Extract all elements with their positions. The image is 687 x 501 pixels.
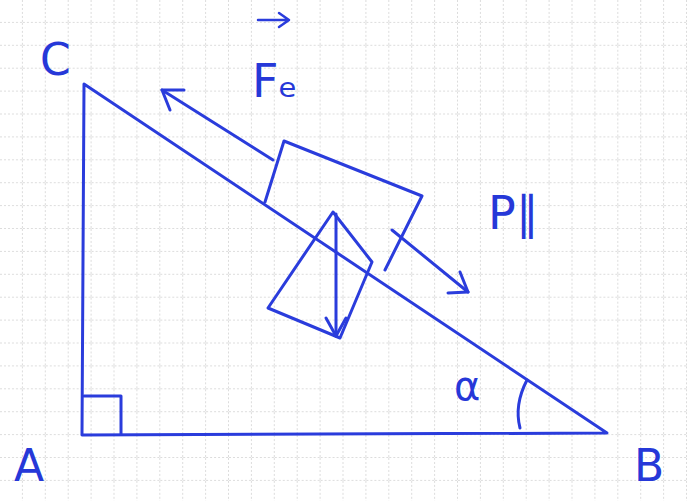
vertex-label: C bbox=[38, 38, 73, 82]
right-angle-mark bbox=[84, 396, 121, 434]
decomposition-box bbox=[268, 212, 372, 338]
vertex-label: A bbox=[12, 444, 46, 488]
angle-label: α bbox=[452, 366, 482, 406]
vector-sign bbox=[258, 13, 289, 27]
parallel-component-arrow bbox=[392, 230, 468, 292]
weight-arrow bbox=[335, 214, 338, 336]
angle-arc bbox=[518, 380, 527, 428]
vertex-label: B bbox=[632, 444, 666, 488]
arrow-head bbox=[162, 90, 184, 110]
force-label: Fₑ bbox=[250, 58, 300, 104]
force-label: P∥ bbox=[486, 190, 541, 236]
arrow-head bbox=[448, 272, 468, 293]
arrow-head bbox=[326, 318, 346, 336]
block bbox=[265, 141, 422, 270]
incline-triangle bbox=[82, 84, 607, 435]
